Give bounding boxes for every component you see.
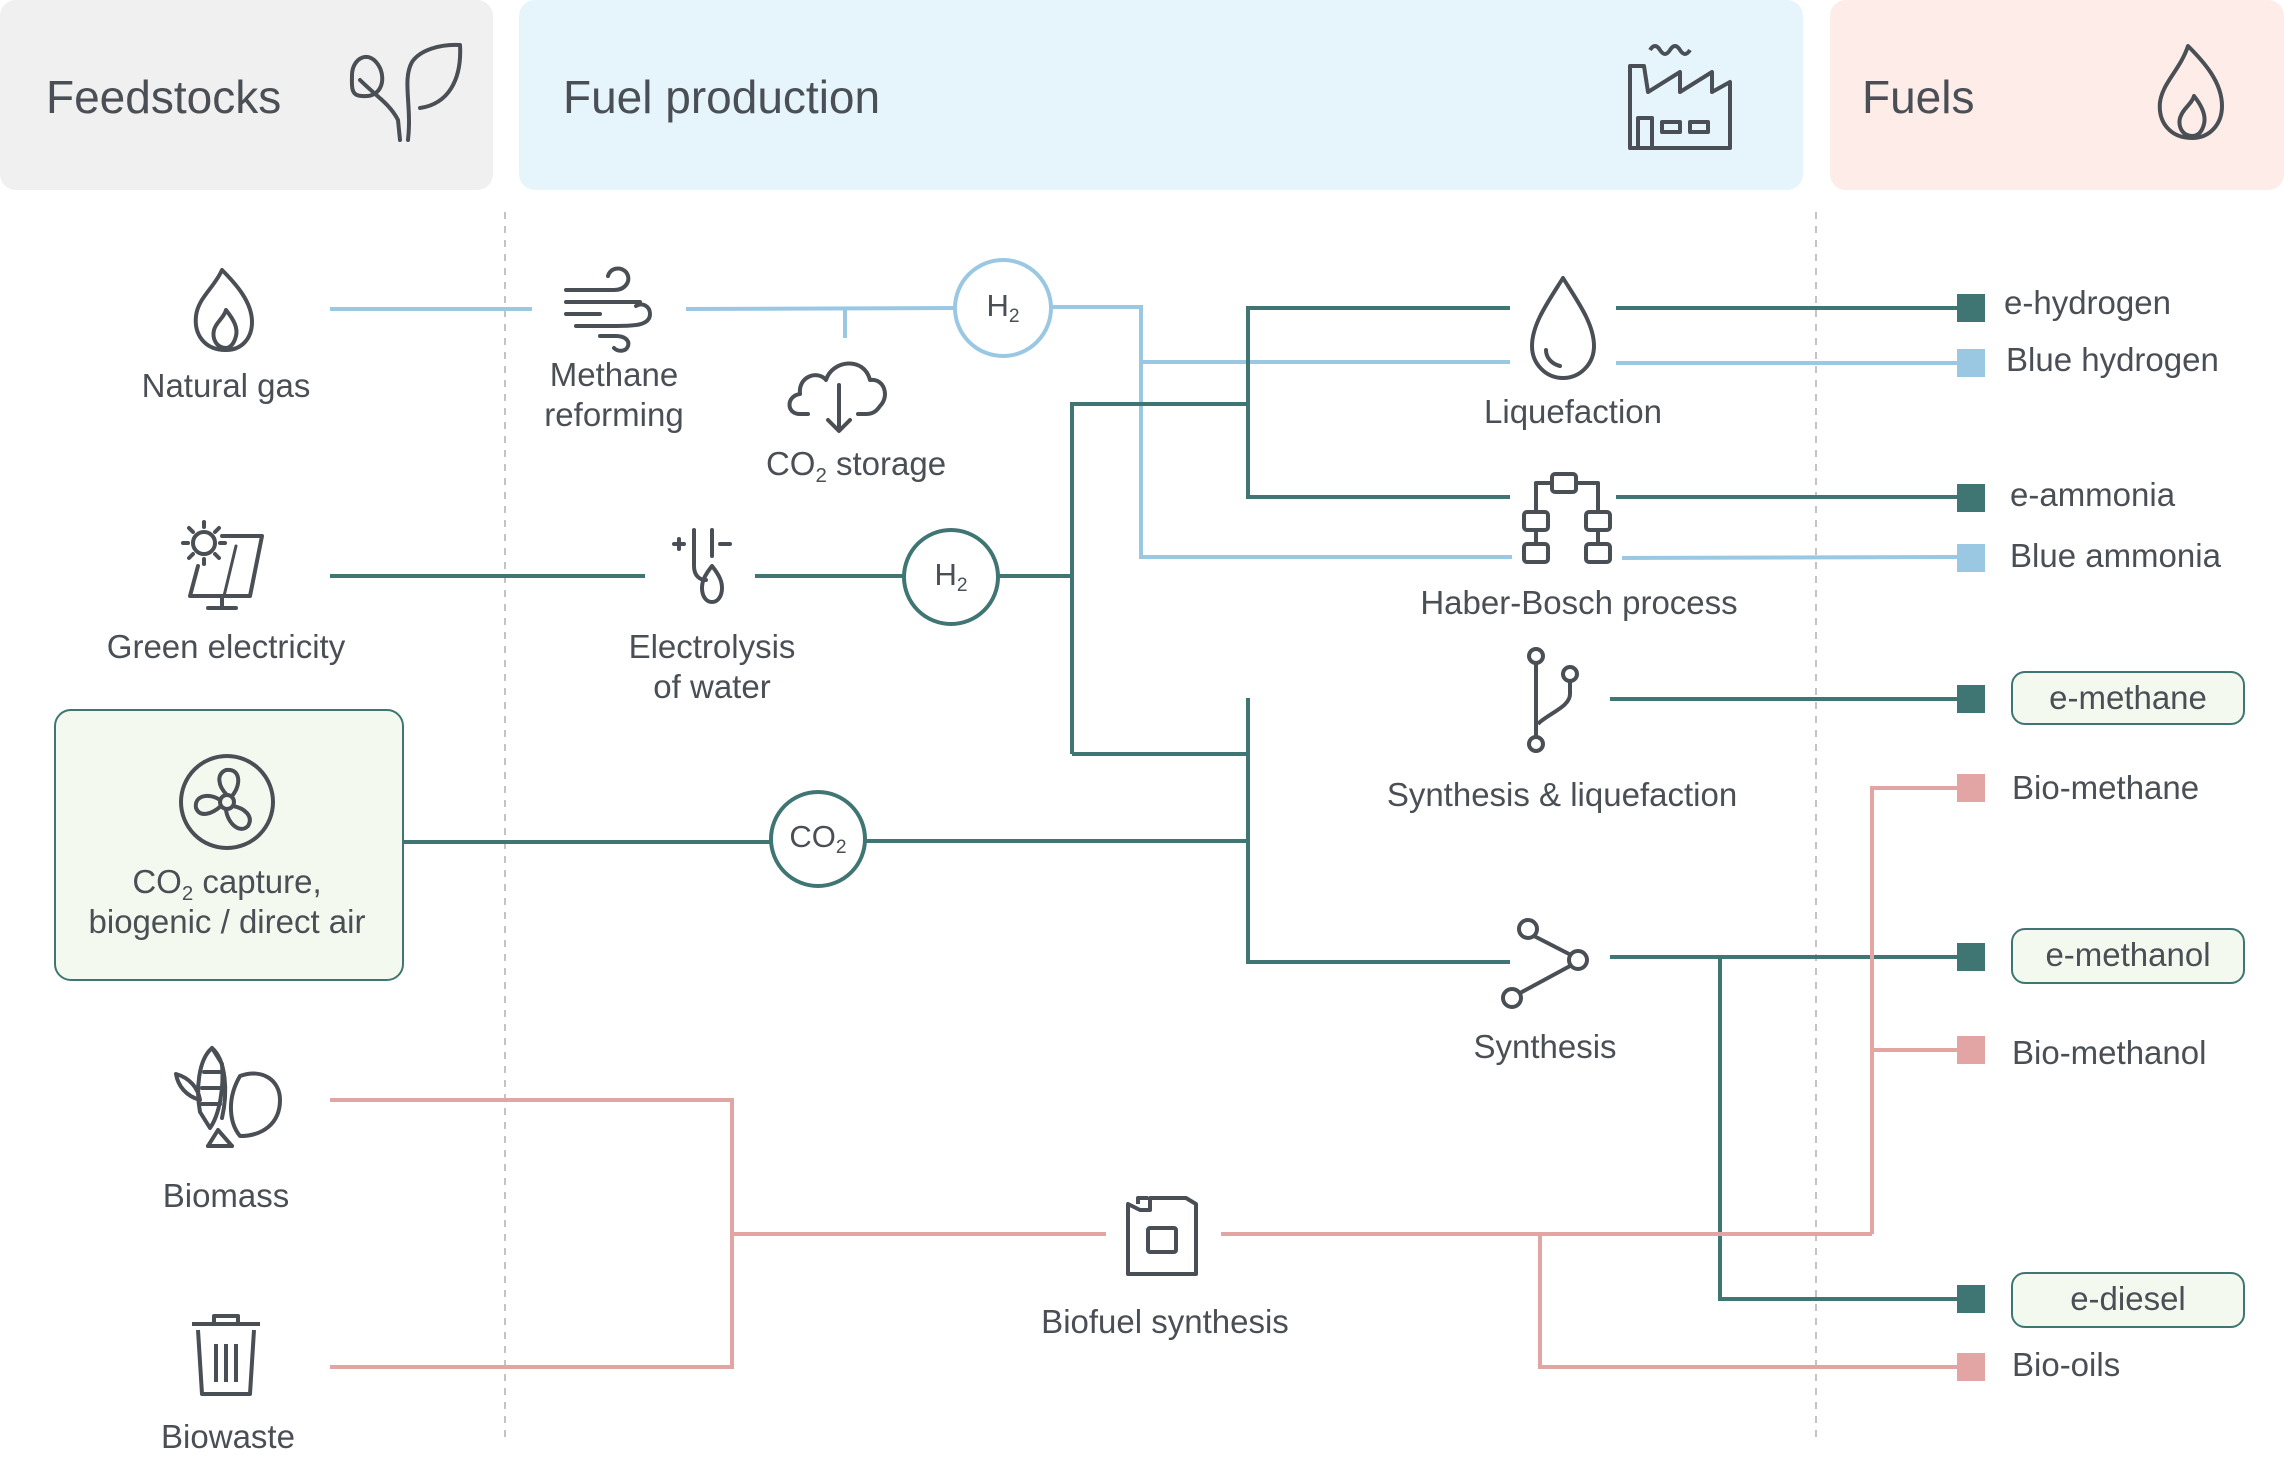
e-ammonia-label: e-ammonia (2010, 476, 2176, 513)
biofuel-synthesis-label: Biofuel synthesis (1041, 1303, 1289, 1340)
bio-oils-label: Bio-oils (2012, 1346, 2121, 1383)
synthesis-liquefaction-branch-icon (1527, 647, 1579, 753)
co2-circle (769, 790, 867, 888)
leaf-icon (349, 42, 463, 142)
natural-gas-label: Natural gas (141, 367, 311, 404)
blue-hydrogen-label: Blue hydrogen (2006, 341, 2219, 378)
haber-bosch-label: Haber-Bosch process (1420, 584, 1738, 621)
blue-hydrogen-marker (1957, 349, 1985, 377)
green-electricity-label: Green electricity (106, 628, 346, 665)
biowaste-label: Biowaste (161, 1418, 295, 1455)
e-hydrogen-marker (1957, 294, 1985, 322)
liquefaction-label: Liquefaction (1484, 393, 1662, 430)
h2-green-label: H2 (934, 557, 968, 597)
e-hydrogen-label: e-hydrogen (2004, 284, 2171, 321)
bio-oils-marker (1957, 1353, 1985, 1381)
feedstocks-header: Feedstocks (46, 71, 282, 123)
bio-methanol-marker (1957, 1036, 1985, 1064)
flame-icon (2157, 44, 2224, 140)
biomass-label: Biomass (162, 1177, 290, 1214)
h2-green-circle (902, 528, 1000, 626)
co2-capture-fan-icon (179, 754, 275, 850)
e-diesel-marker (1957, 1285, 1985, 1313)
co2-capture-label: CO2 capture, biogenic / direct air (88, 863, 366, 940)
haber-bosch-network-icon (1522, 472, 1612, 564)
bio-pathway-lines (330, 786, 1960, 1369)
bio-methane-label: Bio-methane (2012, 769, 2200, 806)
blue-ammonia-label: Blue ammonia (2010, 537, 2221, 574)
fuel-production-header: Fuel production (563, 71, 881, 123)
e-methane-marker (1957, 685, 1985, 713)
solar-panel-icon (181, 520, 264, 610)
co2-circle-label: CO2 (789, 819, 847, 859)
biowaste-bin-icon (192, 1314, 260, 1396)
liquefaction-drop-icon (1530, 276, 1596, 380)
factory-icon (1628, 44, 1732, 150)
synthesis-liquefaction-label: Synthesis & liquefaction (1386, 776, 1738, 813)
fuel-production-header-panel (519, 0, 1803, 190)
bio-methanol-label: Bio-methanol (2012, 1034, 2207, 1071)
fuels-header-panel (1830, 0, 2284, 190)
e-ammonia-marker (1957, 484, 1985, 512)
fuels-header: Fuels (1862, 71, 1975, 123)
e-methanol-marker (1957, 943, 1985, 971)
electrolysis-test-tube-icon (672, 528, 732, 604)
bio-methane-marker (1957, 774, 1985, 802)
e-methane-tag: e-methane (2011, 671, 2245, 725)
blue-pathway-lines (330, 305, 1961, 560)
h2-blue-label: H2 (986, 288, 1020, 328)
natural-gas-flame-icon (193, 268, 254, 352)
feedstocks-header-panel (0, 0, 493, 190)
synthesis-share-icon (1501, 918, 1589, 1009)
methane-reforming-wind-icon (564, 266, 653, 353)
co2-storage-label: CO2 storage (765, 445, 947, 487)
biofuel-jerrycan-icon (1126, 1196, 1198, 1276)
h2-blue-circle (953, 258, 1053, 358)
co2-capture-box (54, 709, 404, 981)
co2-storage-cloud-icon (787, 361, 887, 433)
e-methanol-tag: e-methanol (2011, 928, 2245, 984)
e-diesel-tag: e-diesel (2011, 1272, 2245, 1328)
synthesis-label: Synthesis (1473, 1028, 1617, 1065)
blue-ammonia-marker (1957, 544, 1985, 572)
biomass-corn-icon (174, 1046, 282, 1148)
e-fuel-pathway-lines (330, 306, 1960, 1301)
